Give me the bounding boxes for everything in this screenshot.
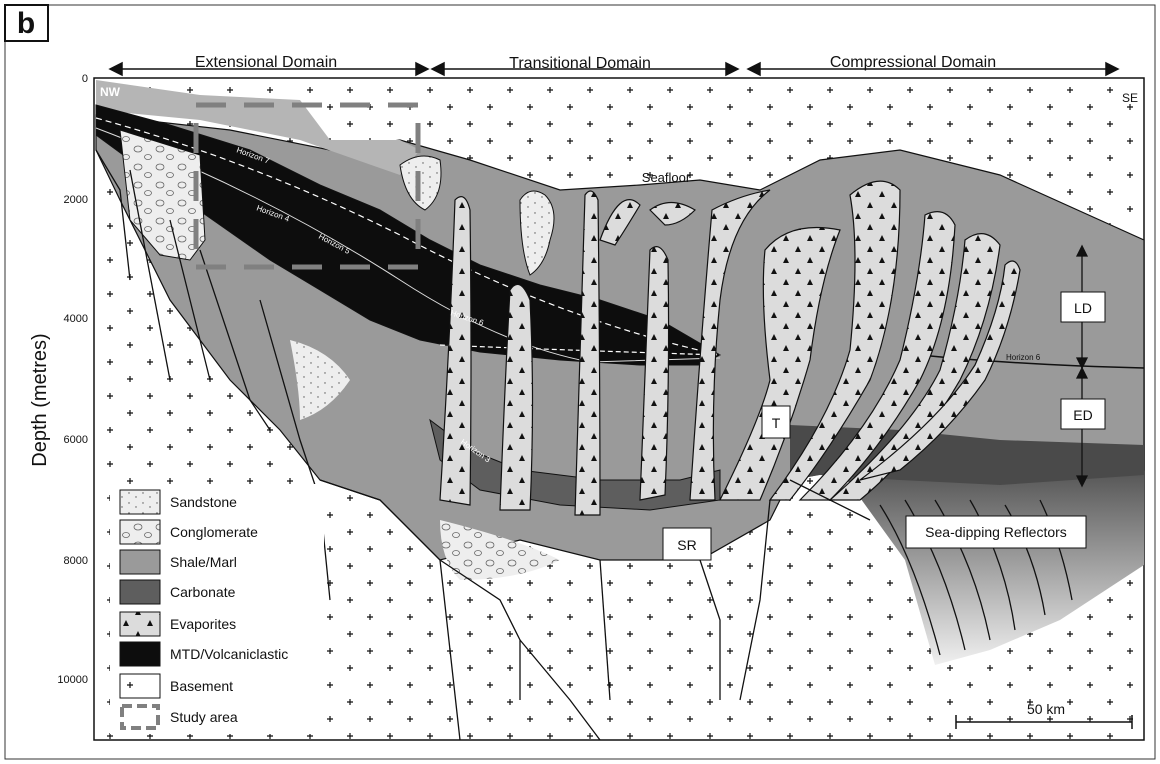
y-tick-0: 0 <box>82 73 88 85</box>
nw-label: NW <box>100 85 121 99</box>
legend-label-carbonate: Carbonate <box>170 584 236 600</box>
y-tick-8000: 8000 <box>64 555 88 567</box>
se-label: SE <box>1122 91 1138 105</box>
legend-label-basement: Basement <box>170 678 233 694</box>
ld-label: LD <box>1074 300 1092 316</box>
ed-label: ED <box>1073 407 1092 423</box>
legend-swatch-basement <box>120 674 160 698</box>
t-label: T <box>772 415 781 431</box>
legend: Sandstone Conglomerate Shale/Marl Carbon… <box>110 484 324 734</box>
legend-label-mtd: MTD/Volcaniclastic <box>170 646 288 662</box>
legend-label-study-area: Study area <box>170 709 238 725</box>
extensional-domain-label: Extensional Domain <box>195 54 337 71</box>
compressional-domain-label: Compressional Domain <box>830 54 996 71</box>
legend-label-sandstone: Sandstone <box>170 494 237 510</box>
y-tick-6000: 6000 <box>64 434 88 446</box>
transitional-domain-label: Transitional Domain <box>509 55 651 72</box>
legend-label-evaporites: Evaporites <box>170 616 236 632</box>
sdr-label: Sea-dipping Reflectors <box>925 524 1067 540</box>
scale-bar-label: 50 km <box>1027 701 1065 717</box>
legend-swatch-carbonate <box>120 580 160 604</box>
legend-swatch-sandstone <box>120 490 160 514</box>
y-tick-2000: 2000 <box>64 194 88 206</box>
legend-swatch-mtd <box>120 642 160 666</box>
panel-letter: b <box>17 7 35 40</box>
legend-swatch-shale <box>120 550 160 574</box>
legend-swatch-evaporites <box>120 612 160 636</box>
y-axis-title: Depth (metres) <box>29 333 51 466</box>
y-tick-4000: 4000 <box>64 313 88 325</box>
y-tick-10000: 10000 <box>57 674 88 686</box>
legend-label-shale: Shale/Marl <box>170 554 237 570</box>
horizon-6-label-right: Horizon 6 <box>1006 353 1041 362</box>
legend-swatch-conglomerate <box>120 520 160 544</box>
seafloor-label: Seafloor <box>642 170 691 185</box>
sr-label: SR <box>677 537 696 553</box>
legend-label-conglomerate: Conglomerate <box>170 524 258 540</box>
